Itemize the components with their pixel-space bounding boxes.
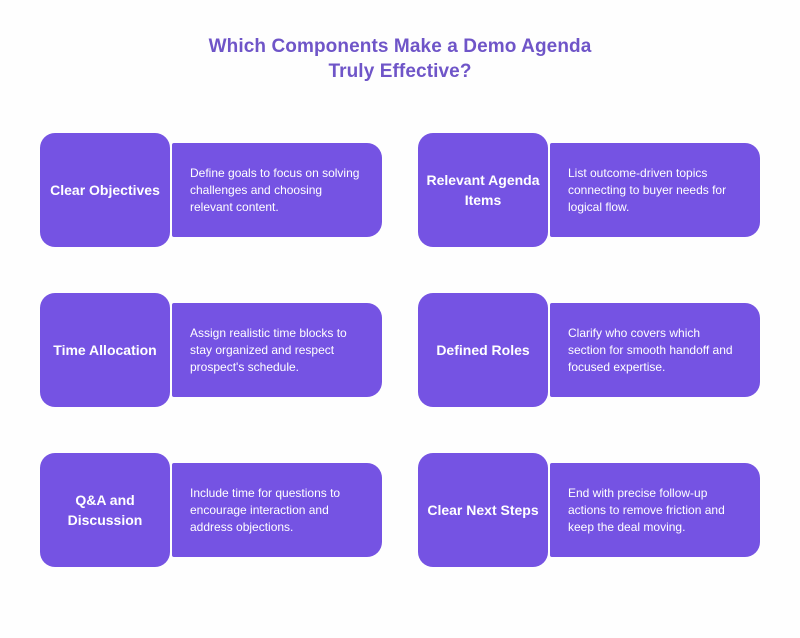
card-label-block: Clear Next Steps <box>418 453 548 567</box>
card-item: Q&A and Discussion Include time for ques… <box>40 453 382 567</box>
card-description-text: End with precise follow-up actions to re… <box>568 485 725 534</box>
card-item: Defined Roles Clarify who covers which s… <box>418 293 760 407</box>
card-label-text: Clear Objectives <box>50 182 160 198</box>
card-label-block: Time Allocation <box>40 293 170 407</box>
card-label-text: Clear Next Steps <box>427 502 539 518</box>
card-label-block: Clear Objectives <box>40 133 170 247</box>
card-body-block: Assign realistic time blocks to stay org… <box>172 303 382 397</box>
page-title: Which Components Make a Demo Agenda Trul… <box>0 0 800 84</box>
card-body-block: Include time for questions to encourage … <box>172 463 382 557</box>
card-label-text: Q&A and Discussion <box>67 492 143 528</box>
title-line-2: Truly Effective? <box>328 61 472 82</box>
card-body-block: End with precise follow-up actions to re… <box>550 463 760 557</box>
title-heading: Which Components Make a Demo Agenda Trul… <box>0 34 800 84</box>
card-body-block: Define goals to focus on solving challen… <box>172 143 382 237</box>
card-body-block: Clarify who covers which section for smo… <box>550 303 760 397</box>
card-item: Clear Next Steps End with precise follow… <box>418 453 760 567</box>
card-grid: Clear Objectives Define goals to focus o… <box>0 110 800 590</box>
card-item: Time Allocation Assign realistic time bl… <box>40 293 382 407</box>
card-body-block: List outcome-driven topics connecting to… <box>550 143 760 237</box>
card-label-text: Relevant Agenda Items <box>426 172 540 208</box>
title-line-1: Which Components Make a Demo Agenda <box>208 36 592 57</box>
card-description-text: Define goals to focus on solving challen… <box>190 165 360 214</box>
card-description-text: Assign realistic time blocks to stay org… <box>190 325 347 374</box>
card-description-text: Clarify who covers which section for smo… <box>568 325 733 374</box>
card-label-block: Defined Roles <box>418 293 548 407</box>
card-label-text: Defined Roles <box>436 342 530 358</box>
card-label-block: Q&A and Discussion <box>40 453 170 567</box>
card-item: Clear Objectives Define goals to focus o… <box>40 133 382 247</box>
card-label-text: Time Allocation <box>53 342 157 358</box>
card-description-text: Include time for questions to encourage … <box>190 485 341 534</box>
card-label-block: Relevant Agenda Items <box>418 133 548 247</box>
card-description-text: List outcome-driven topics connecting to… <box>568 165 727 214</box>
card-item: Relevant Agenda Items List outcome-drive… <box>418 133 760 247</box>
